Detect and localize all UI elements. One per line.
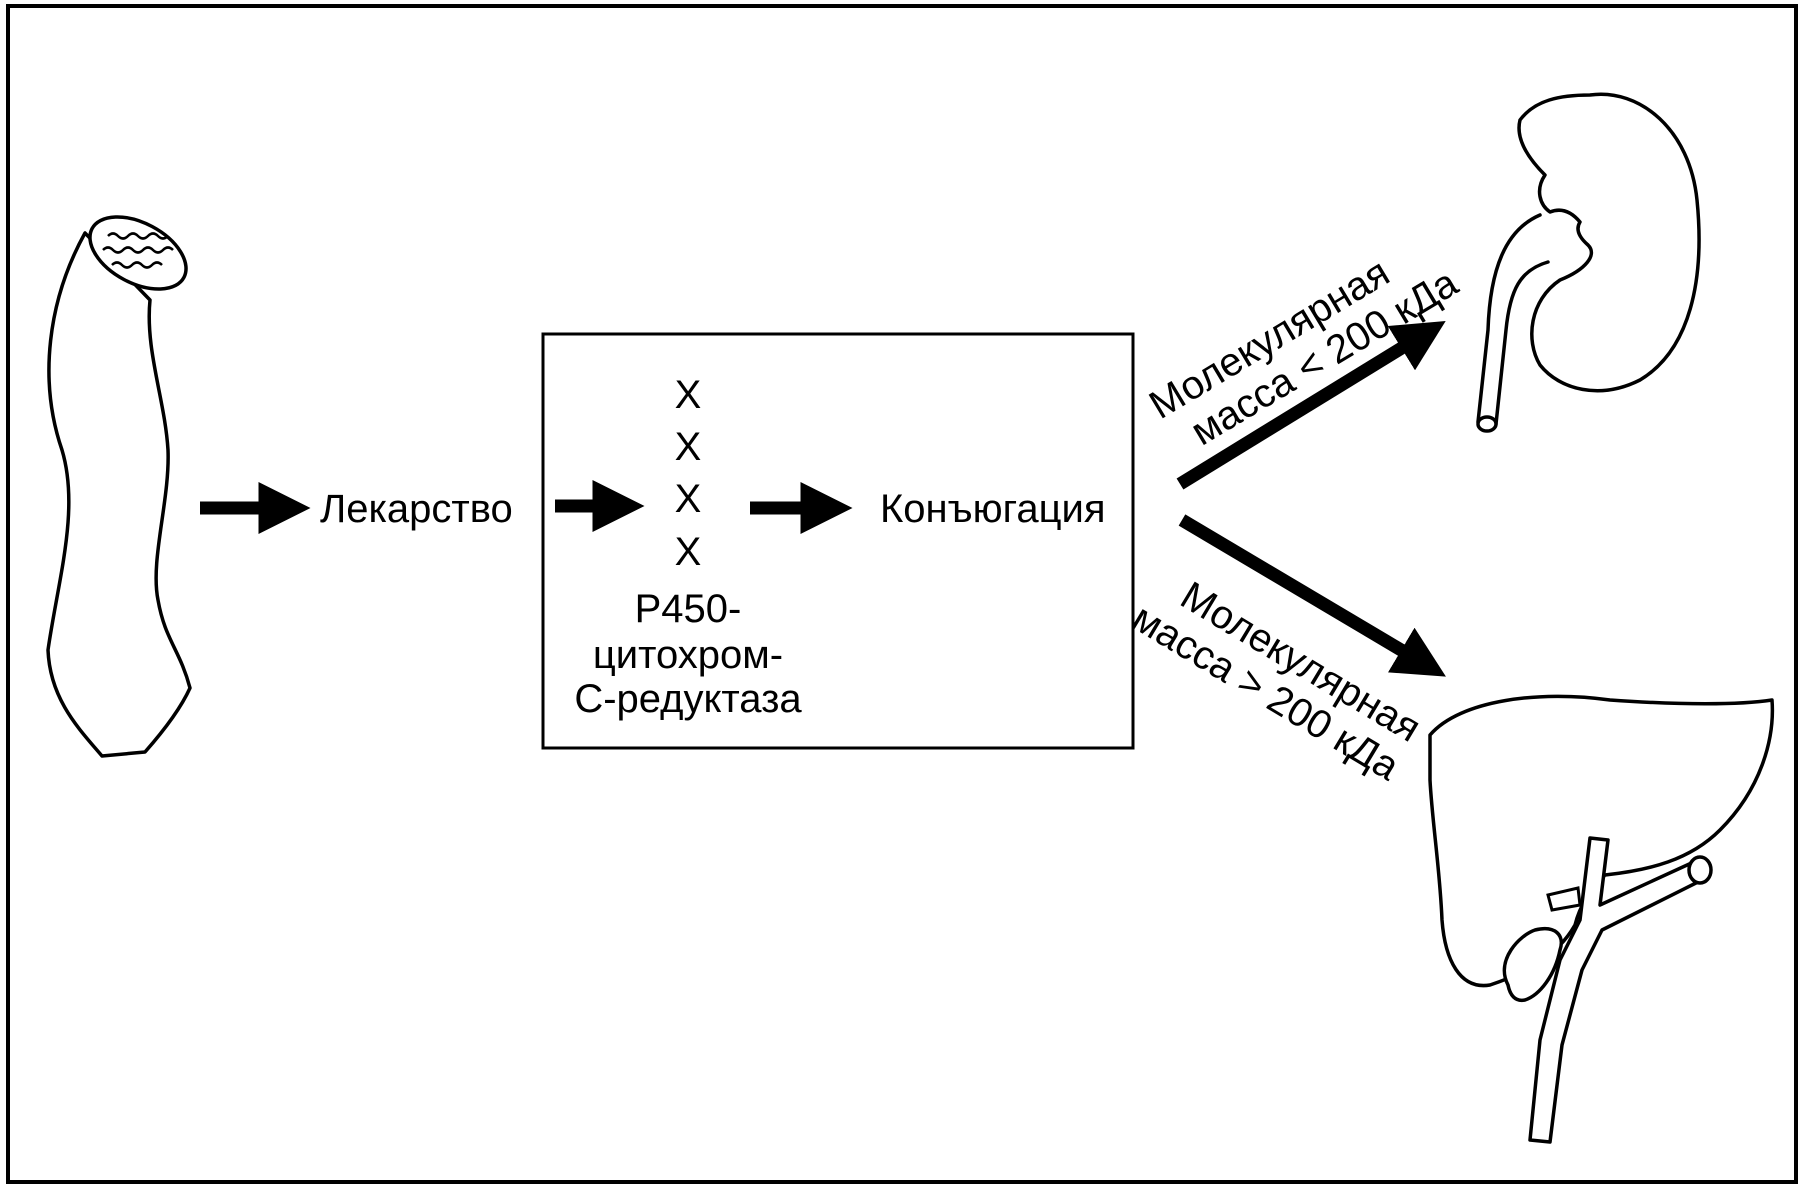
liver-icon	[1428, 694, 1775, 1144]
drug-label: Лекарство	[320, 487, 513, 531]
conjugation-label: Конъюгация	[880, 487, 1106, 531]
enzyme-marker: X	[675, 530, 702, 574]
enzyme-marker: X	[675, 477, 702, 521]
route-label-liver: Молекулярная масса > 200 кДа	[1125, 573, 1428, 789]
enzyme-marker: X	[675, 425, 702, 469]
outer-frame	[6, 4, 1798, 1184]
enzyme-name-line: С-редуктаза	[574, 677, 802, 721]
liver-metabolism-box	[541, 332, 1135, 750]
enzyme-marker: X	[675, 373, 702, 417]
kidney-icon	[1476, 92, 1701, 433]
enzyme-name-line: цитохром-	[593, 633, 783, 677]
enzyme-name-line: P450-	[635, 587, 742, 631]
arrow-to-liver	[1178, 514, 1446, 677]
intestine-icon	[46, 215, 192, 758]
arrow-to-kidney	[1176, 321, 1446, 490]
